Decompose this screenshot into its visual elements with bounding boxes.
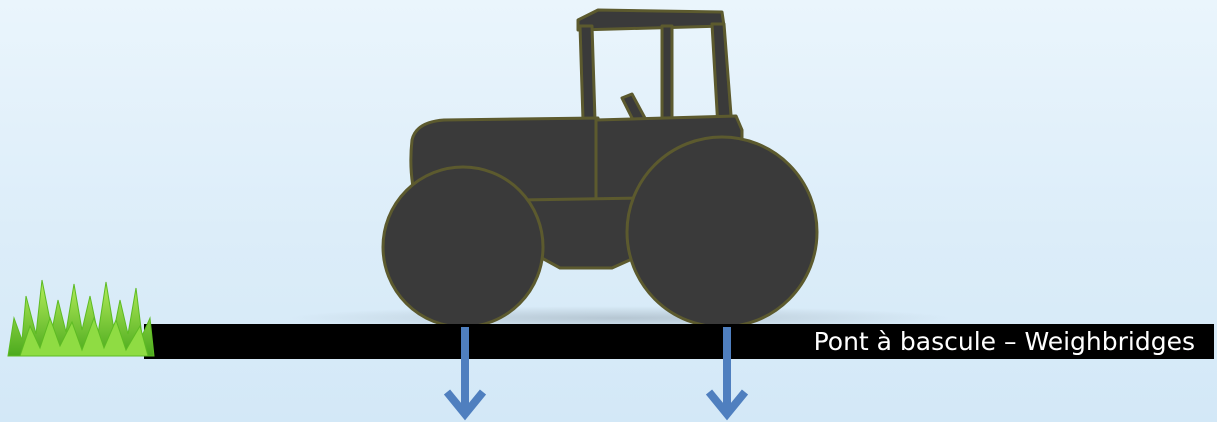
grass-tuft-icon [8,280,154,356]
weighbridge-label: Pont à bascule – Weighbridges [814,327,1195,357]
tractor-silhouette-icon [383,10,817,327]
